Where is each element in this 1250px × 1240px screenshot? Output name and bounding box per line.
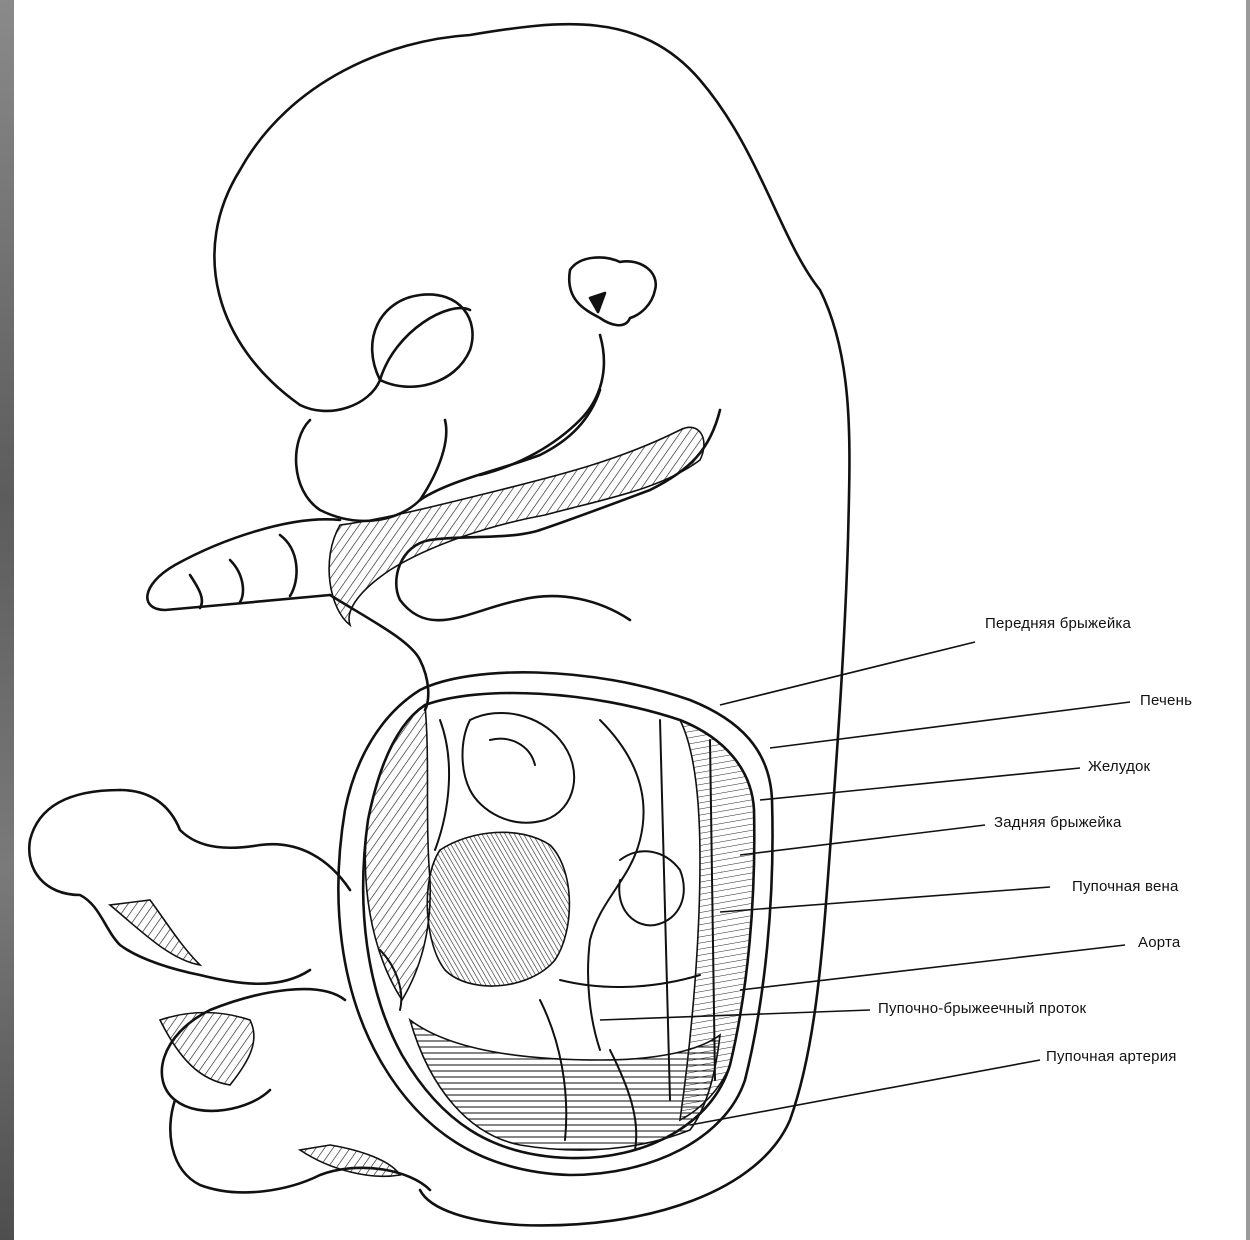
label-liver: Печень bbox=[1140, 692, 1192, 710]
label-umbilical-vein: Пупочная вена bbox=[1072, 878, 1179, 896]
leader-line bbox=[770, 702, 1130, 748]
leader-line bbox=[690, 1060, 1040, 1125]
label-stomach: Желудок bbox=[1088, 758, 1150, 776]
label-posterior-mesentery: Задняя брыжейка bbox=[994, 814, 1122, 832]
leader-line bbox=[740, 825, 985, 855]
leader-line bbox=[740, 945, 1125, 990]
ear-shape bbox=[569, 257, 656, 325]
label-umbilical-artery: Пупочная артерия bbox=[1046, 1048, 1177, 1066]
leader-line bbox=[720, 642, 975, 705]
stomach-shape bbox=[463, 713, 575, 823]
label-anterior-mesentery: Передняя брыжейка bbox=[985, 615, 1131, 633]
label-vitelline-duct: Пупочно-брыжеечный проток bbox=[878, 1000, 1086, 1018]
embryo-body-outline bbox=[214, 24, 849, 1225]
liver-shape bbox=[427, 832, 569, 986]
umbilical-cord bbox=[29, 790, 310, 984]
leader-line bbox=[760, 768, 1080, 800]
label-aorta: Аорта bbox=[1138, 934, 1180, 952]
